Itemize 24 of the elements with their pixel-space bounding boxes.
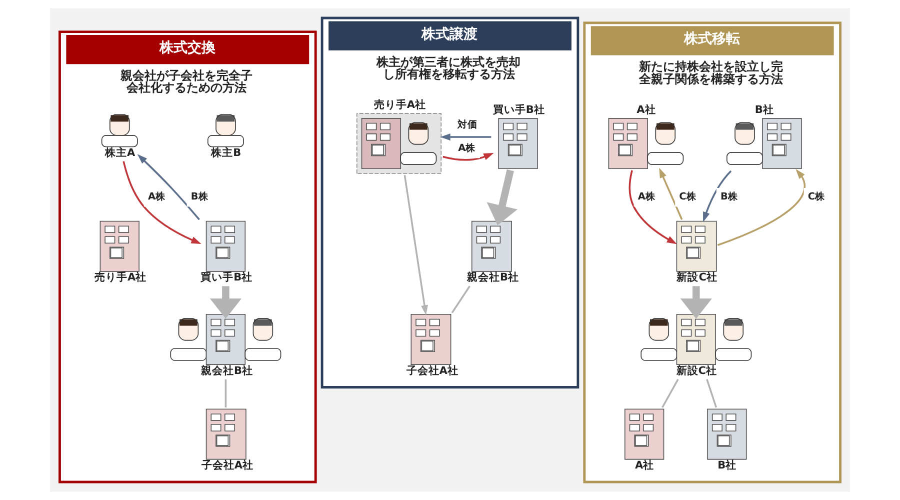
node-label: 売り手A社 xyxy=(94,272,147,284)
edge-label: C株 xyxy=(808,191,826,202)
node-label: A社 xyxy=(635,460,654,472)
node-label: 買い手B社 xyxy=(492,104,545,116)
node-label: 新設C社 xyxy=(676,272,718,284)
node-label: B社 xyxy=(718,460,737,472)
node-label: 子会社A社 xyxy=(406,364,458,377)
node-label: 売り手A社 xyxy=(374,99,426,112)
edge-label: A株 xyxy=(638,191,656,202)
edge-label: 対価 xyxy=(457,119,478,130)
node-label: A社 xyxy=(636,104,656,116)
node-label: 親会社B社 xyxy=(467,272,520,284)
edge-label: A株 xyxy=(458,142,476,154)
node-label: 新設C社 xyxy=(676,364,718,377)
node-label: 買い手B社 xyxy=(200,272,253,284)
node-label: B社 xyxy=(754,104,774,116)
node-label: 子会社A社 xyxy=(201,460,254,472)
node-label: 親会社B社 xyxy=(201,364,254,377)
node-label: 株主A xyxy=(105,146,136,159)
edge-label: A株 xyxy=(148,191,166,202)
edge-label: B株 xyxy=(720,191,738,202)
edge-label: B株 xyxy=(190,191,208,202)
edge-label: C株 xyxy=(679,191,696,202)
node-label: 株主B xyxy=(211,146,242,159)
